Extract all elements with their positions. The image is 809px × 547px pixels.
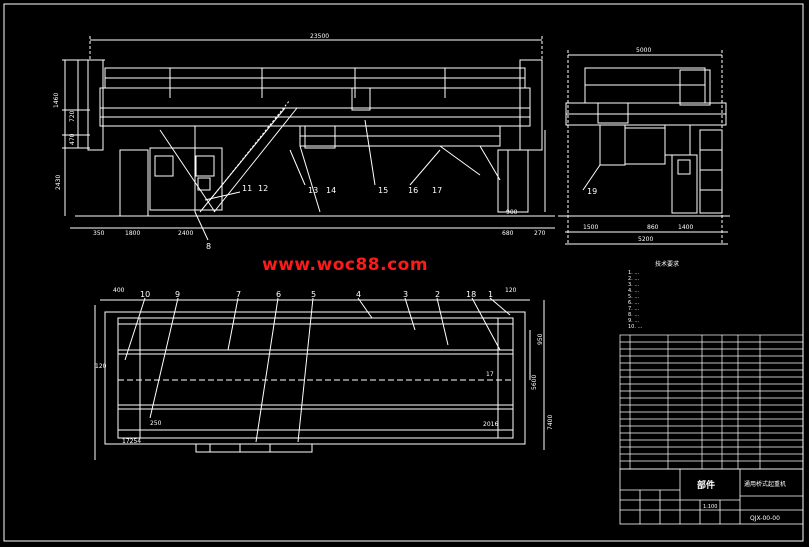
title-block — [619, 468, 804, 525]
front-view — [62, 36, 555, 229]
plan-view — [94, 299, 545, 460]
callout-8: 8 — [206, 242, 211, 251]
svg-text:6. ...: 6. ... — [628, 300, 640, 306]
dim-left-3: 470 — [69, 133, 76, 145]
svg-text:7. ...: 7. ... — [628, 306, 640, 312]
dim-plan-top-2: 120 — [505, 287, 517, 294]
title-block-drawing-no: QJX-00-00 — [750, 515, 780, 522]
dim-left-2: 720 — [69, 110, 76, 122]
svg-text:5. ...: 5. ... — [628, 294, 640, 300]
callout-17: 17 — [432, 186, 442, 195]
svg-text:4. ...: 4. ... — [628, 288, 640, 294]
title-block-title: 部件 — [697, 479, 715, 491]
callout-5: 5 — [311, 290, 316, 299]
side-view — [558, 50, 730, 245]
tech-notes: 技术要求 1. ... 2. ... 3. ... 4. ... 5. ... … — [628, 260, 679, 330]
dim-bottom-5: 270 — [534, 230, 546, 237]
dim-side-b2: 860 — [647, 224, 659, 231]
plan-view-dim-text: 400 120 950 5600 7400 120 250 17254 17 2… — [95, 287, 554, 445]
dim-plan-left-2: 250 — [150, 420, 162, 427]
title-block-scale: 1:100 — [703, 504, 717, 510]
side-view-text: 5000 1500 860 1400 5200 19 — [583, 47, 693, 243]
label-2016: 2016 — [483, 421, 498, 428]
dim-plan-right-3: 7400 — [547, 415, 554, 430]
parts-list — [619, 334, 804, 470]
dim-left-4: 2430 — [55, 175, 62, 190]
dim-plan-top-1: 400 — [113, 287, 125, 294]
callout-10: 10 — [140, 290, 150, 299]
dim-left-1: 1460 — [53, 93, 60, 108]
title-block-project: 通用桥式起重机 — [744, 480, 786, 488]
callout-11: 11 — [242, 184, 252, 193]
callout-18: 18 — [466, 290, 476, 299]
tech-notes-title: 技术要求 — [655, 260, 679, 268]
watermark-text: www.woc88.com — [262, 255, 429, 275]
dim-bottom-4: 680 — [502, 230, 514, 237]
label-17: 17 — [486, 371, 494, 378]
callout-13: 13 — [308, 186, 318, 195]
callout-14: 14 — [326, 186, 336, 195]
label-17254: 17254 — [122, 438, 141, 445]
drawing-border — [3, 3, 804, 542]
svg-text:8. ...: 8. ... — [628, 312, 640, 318]
dim-right-small: 900 — [506, 209, 518, 216]
dim-side-b4: 5200 — [638, 236, 653, 243]
svg-text:10. ...: 10. ... — [628, 324, 643, 330]
front-view-callouts: 11 12 13 14 15 16 17 8 — [194, 119, 442, 251]
dim-side-top: 5000 — [636, 47, 651, 54]
dim-top-front: 23500 — [310, 33, 329, 40]
dim-bottom-2: 1800 — [125, 230, 140, 237]
callout-9: 9 — [175, 290, 180, 299]
dim-side-b1: 1500 — [583, 224, 598, 231]
callout-12: 12 — [258, 184, 268, 193]
title-block-text: 部件 通用桥式起重机 1:100 QJX-00-00 — [697, 479, 786, 522]
callout-19: 19 — [587, 187, 597, 196]
dim-bottom-1: 350 — [93, 230, 105, 237]
front-view-dim-text: 23500 1460 720 470 2430 350 1800 2400 68… — [53, 33, 546, 237]
callout-16: 16 — [408, 186, 418, 195]
svg-text:2. ...: 2. ... — [628, 276, 640, 282]
callout-1: 1 — [488, 290, 493, 299]
dim-plan-right-2: 5600 — [531, 375, 538, 390]
callout-6: 6 — [276, 290, 281, 299]
callout-2: 2 — [435, 290, 440, 299]
svg-text:9. ...: 9. ... — [628, 318, 640, 324]
svg-text:3. ...: 3. ... — [628, 282, 640, 288]
callout-3: 3 — [403, 290, 408, 299]
dim-plan-left-1: 120 — [95, 363, 107, 370]
callout-7: 7 — [236, 290, 241, 299]
svg-text:1. ...: 1. ... — [628, 270, 640, 276]
dim-plan-right-1: 950 — [537, 333, 544, 345]
dim-side-b3: 1400 — [678, 224, 693, 231]
plan-view-callouts: 10 9 7 6 5 4 3 2 18 1 — [124, 290, 511, 443]
callout-4: 4 — [356, 290, 361, 299]
callout-15: 15 — [378, 186, 388, 195]
dim-bottom-3: 2400 — [178, 230, 193, 237]
